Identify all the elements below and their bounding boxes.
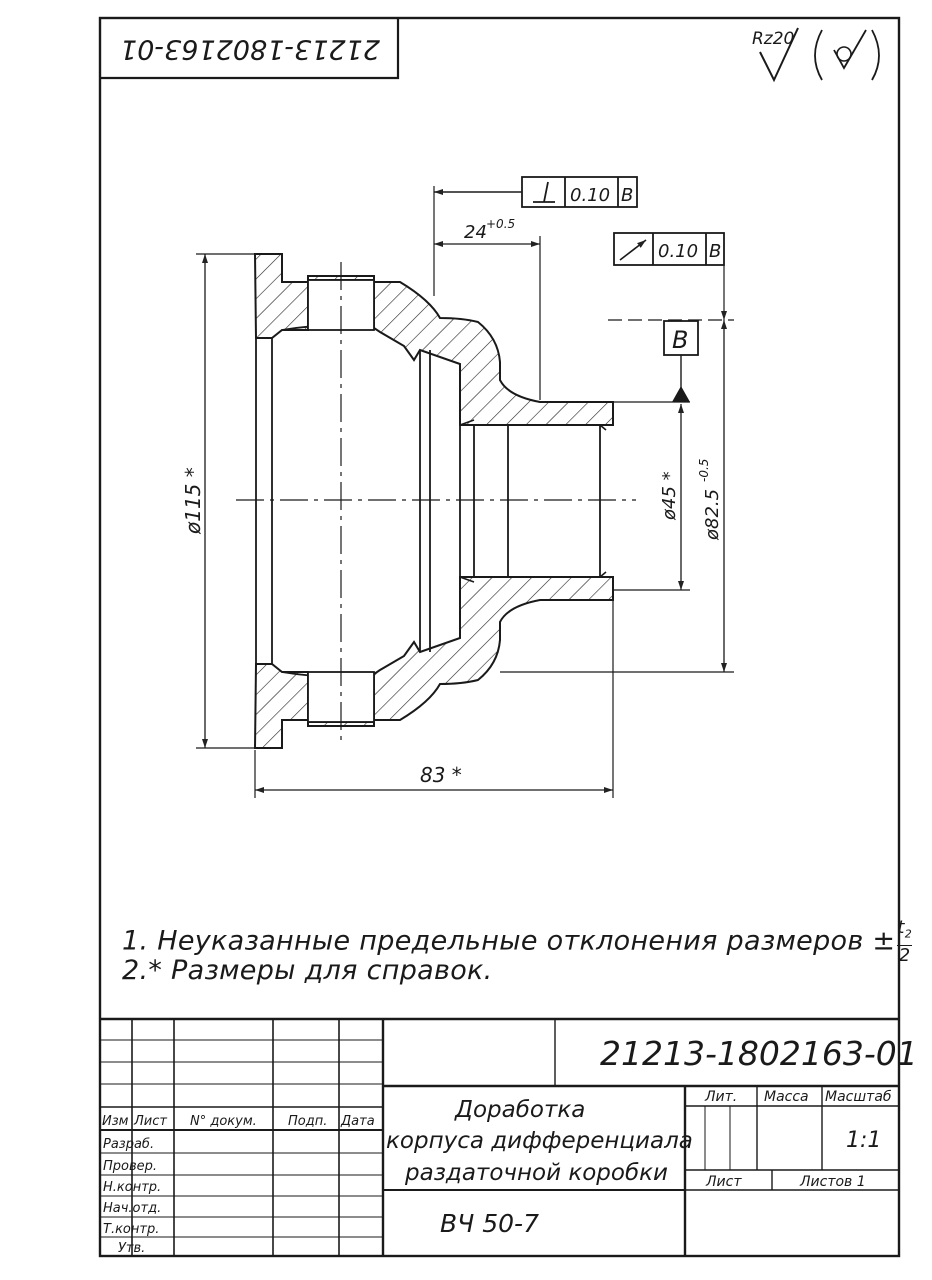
dim-82-tol: -0.5 [697,459,711,482]
role-3: Нач.отд. [103,1201,161,1216]
role-5: Утв. [118,1241,145,1256]
dim-115-value: ø115 * [181,467,205,535]
dim-24: 24 +0.5 [434,217,541,400]
header-date: Дата [340,1114,375,1129]
mirrored-number-box: 21213-1802163-01 [100,18,400,80]
title-block-text: 21213-1802163-01 Доработка корпуса диффе… [102,1034,918,1256]
header-izm: Изм [102,1114,129,1129]
section-bottom [253,576,614,749]
note-2: 2.* Размеры для справок. [122,955,493,986]
title-line2: корпуса дифференциала [386,1128,693,1154]
roughness-symbol: Rz20 [752,27,880,83]
role-0: Разраб. [103,1137,154,1152]
dim-82-value: ø82.5 [702,489,723,541]
note-1-fraction-num: t2 [897,917,913,946]
dim-83: 83 * [254,600,614,798]
note-1-fraction-den: 2 [898,944,911,966]
bore-chamfers [459,419,607,583]
dim-115: ø115 * [181,253,255,749]
sheet-frame [98,16,901,1258]
dim-45: ø45 * [614,404,690,591]
runout-tol: 0.10 [658,241,698,262]
scale-value: 1:1 [846,1128,881,1153]
designation: 21213-1802163-01 [600,1034,918,1073]
roughness-value: Rz20 [752,29,794,49]
dim-24-value: 24 [464,222,487,243]
runout-datum: B [709,241,721,262]
role-1: Провер. [103,1159,157,1174]
dim-24-tol: +0.5 [486,217,515,231]
perpendicularity-frame: 0.10 B [433,176,638,296]
runout-frame: 0.10 B [613,232,727,320]
role-2: Н.контр. [103,1180,161,1195]
header-list: Лист [133,1114,167,1129]
dim-45-value: ø45 * [659,471,680,521]
section-top [253,253,614,426]
header-doc: N° докум. [190,1114,257,1129]
title-line1: Доработка [454,1097,585,1123]
note-1: 1. Неуказанные предельные отклонения раз… [122,917,913,966]
sheet-label: Лист [705,1174,742,1190]
title-line3: раздаточной коробки [404,1160,668,1186]
part-section [236,253,636,749]
frac-num-sub: 2 [904,927,913,941]
scale-label: Масштаб [825,1089,892,1105]
material: ВЧ 50-7 [440,1209,539,1238]
mirrored-number: 21213-1802163-01 [120,34,380,65]
title-block [100,1017,899,1256]
datum-b-letter: B [672,326,688,354]
datum-b: B [613,320,699,403]
mass-label: Масса [764,1089,809,1105]
frac-num-t: t [897,917,905,938]
note-1-text: 1. Неуказанные предельные отклонения раз… [122,925,896,957]
role-4: Т.контр. [103,1222,159,1237]
sheets-label: Листов 1 [799,1174,866,1190]
header-sign: Подп. [288,1114,327,1129]
dim-83-value: 83 * [420,763,462,787]
inner-profile [255,324,601,678]
perpendicularity-datum: B [621,185,633,206]
perpendicularity-tol: 0.10 [570,185,610,206]
dim-82: ø82.5 -0.5 [500,319,734,673]
lit-label: Лит. [704,1089,737,1105]
